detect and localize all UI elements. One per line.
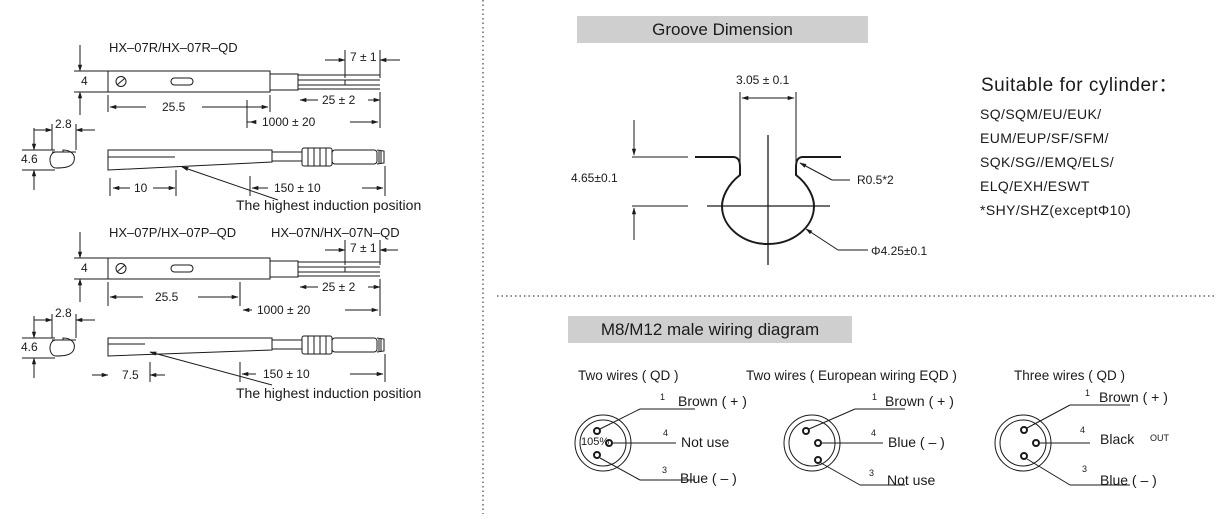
cross-section-2 [49,337,76,357]
dim-4-a: 4 [81,74,88,88]
dim-25-2-b: 25 ± 2 [322,280,356,294]
two-wires-pin1: Brown ( + ) [678,393,747,409]
dim-7-1-b: 7 ± 1 [350,241,377,255]
dim-1000-a: 1000 ± 20 [262,115,316,129]
pin-3-a: 3 [662,465,668,475]
connector-european [783,408,905,486]
two-wires-pin4: Not use [681,434,730,450]
dim-7-5: 7.5 [122,368,139,382]
connector-center-label: 105% [581,436,610,448]
dim-4-6-b: 4.6 [21,340,38,354]
three-wires-pin3: Blue ( – ) [1100,472,1157,488]
dim-25-5-a: 25.5 [162,100,186,114]
pin-4-a: 4 [663,428,669,438]
cylinder-line-4: ELQ/EXH/ESWT [980,178,1090,194]
sensor-side-view-2 [107,335,385,357]
european-pin4: Blue ( – ) [888,434,945,450]
dim-25-2-a: 25 ± 2 [322,93,356,107]
pin-1-a: 1 [660,392,666,402]
groove-height-label: 4.65±0.1 [571,171,618,185]
dim-4-b: 4 [81,261,88,275]
pin-3-c: 3 [1082,464,1088,474]
cylinder-line-5: *SHY/SHZ(exceptΦ10) [980,202,1132,218]
suitable-cylinder-title: Suitable for cylinder： [981,75,1178,96]
two-wires-pin3: Blue ( – ) [680,470,737,486]
dim-150-b: 150 ± 10 [263,367,310,381]
dim-4-6-a: 4.6 [21,152,38,166]
connector-two-wires [574,408,695,481]
pin-4-b: 4 [871,428,877,438]
dim-10: 10 [134,181,148,195]
cylinder-line-3: SQK/SG//EMQ/ELS/ [980,154,1114,170]
model-label-r: HX–07R/HX–07R–QD [109,40,238,55]
groove-dimension-header: Groove Dimension [577,16,868,43]
two-wires-label: Two wires ( QD ) [578,368,679,383]
cylinder-line-2: EUM/EUP/SF/SFM/ [980,130,1109,146]
pin-1-c: 1 [1085,388,1091,398]
groove-diameter-label: Φ4.25±0.1 [871,244,928,258]
dim-2-8-b: 2.8 [55,306,72,320]
sensor-side-view-1 [107,147,385,171]
pin-3-b: 3 [869,468,875,478]
wiring-diagram-header: M8/M12 male wiring diagram [568,316,852,343]
pin-1-b: 1 [872,392,878,402]
groove-radius-label: R0.5*2 [857,173,894,187]
model-label-p: HX–07P/HX–07P–QD [109,225,237,240]
european-wiring-label: Two wires ( European wiring EQD ) [746,368,957,383]
three-wires-out: OUT [1150,433,1169,443]
three-wires-pin1: Brown ( + ) [1099,389,1168,405]
dim-25-5-b: 25.5 [155,290,179,304]
groove-width-label: 3.05 ± 0.1 [736,73,790,87]
dim-2-8-a: 2.8 [55,117,72,131]
pin-4-c: 4 [1080,425,1086,435]
three-wires-pin4: Black [1100,431,1135,447]
sensor-top-view-1 [107,70,380,93]
dim-1000-b: 1000 ± 20 [257,303,311,317]
highest-induction-label-2: The highest induction position [236,385,422,401]
dim-150-a: 150 ± 10 [274,181,321,195]
model-label-n: HX–07N/HX–07N–QD [271,225,400,240]
dim-7-1-a: 7 ± 1 [350,50,377,64]
european-pin3: Not use [887,472,936,488]
european-pin1: Brown ( + ) [885,393,954,409]
three-wires-label: Three wires ( QD ) [1014,368,1126,383]
sensor-top-view-2 [107,257,380,280]
connector-three-wires [994,404,1130,486]
highest-induction-label-1: The highest induction position [236,197,422,213]
cross-section-1 [49,149,76,169]
cylinder-line-1: SQ/SQM/EU/EUK/ [980,106,1102,122]
